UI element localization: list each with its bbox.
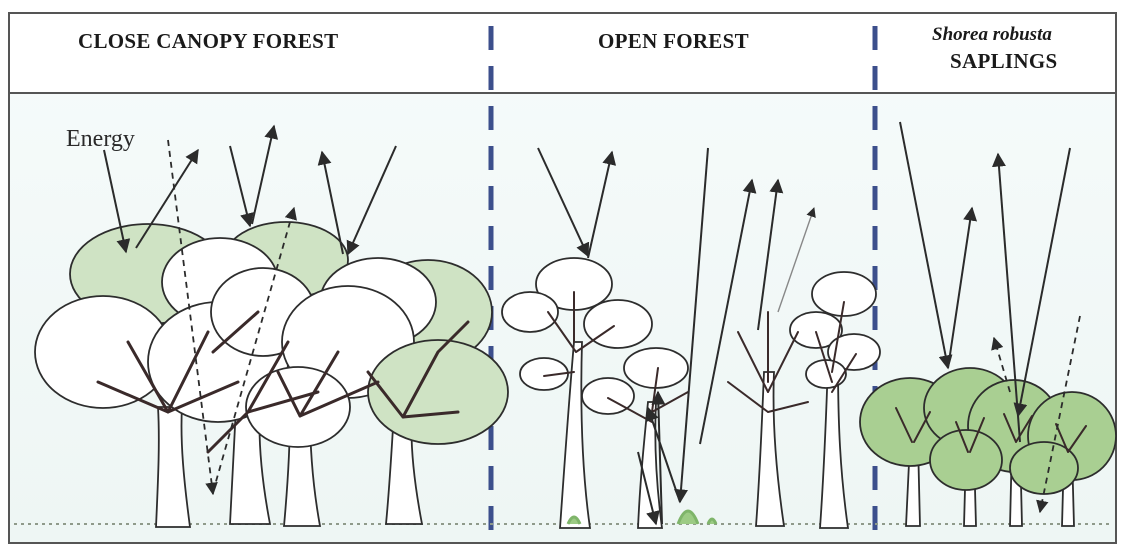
forest-energy-diagram: CLOSE CANOPY FOREST OPEN FOREST Shorea r… bbox=[8, 12, 1118, 546]
header-open-forest: OPEN FOREST bbox=[598, 29, 749, 53]
header-saplings: SAPLINGS bbox=[950, 49, 1057, 73]
tree-crown bbox=[502, 292, 558, 332]
header-species-name: Shorea robusta bbox=[932, 24, 1052, 45]
tree-crown bbox=[584, 300, 652, 348]
diagram-frame: CLOSE CANOPY FOREST OPEN FOREST Shorea r… bbox=[8, 12, 1118, 546]
tree-crown bbox=[368, 340, 508, 444]
energy-label: Energy bbox=[66, 126, 135, 152]
sapling-crown bbox=[930, 430, 1002, 490]
tree-crown bbox=[812, 272, 876, 316]
header-close-canopy: CLOSE CANOPY FOREST bbox=[78, 29, 338, 53]
